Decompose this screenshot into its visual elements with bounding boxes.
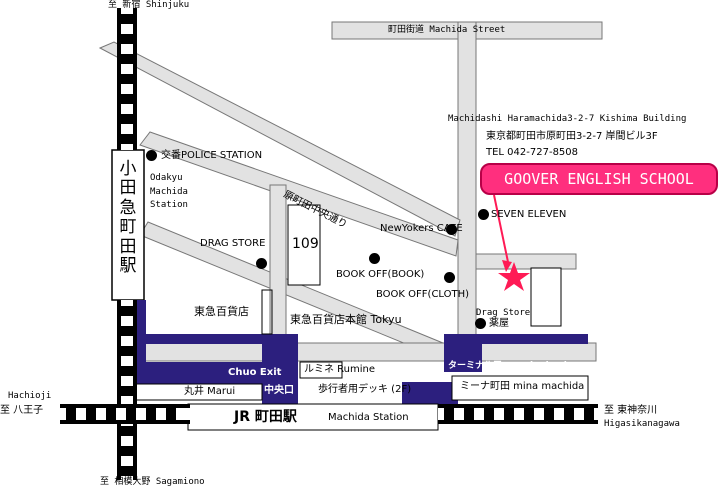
odakyu-char: 小 [119, 159, 137, 179]
second-diagonal-road [139, 131, 459, 257]
tokyu-honkan-label: 東急百貨店本館 Tokyu [290, 313, 402, 326]
east-direction-jp: 至 東神奈川 [604, 405, 658, 416]
odakyu-char: 駅 [119, 255, 137, 276]
bottom-road [135, 342, 597, 362]
odakyu-char: 急 [119, 197, 137, 218]
school-badge: GOOVER ENGLISH SCHOOL [480, 163, 718, 195]
odakyu-station-en: Odakyu Machida Station [150, 173, 188, 210]
school-name: GOOVER ENGLISH SCHOOL [504, 170, 694, 188]
drag-store-dot-icon [256, 258, 267, 269]
tokyu-small-bldg [261, 289, 273, 335]
right-road [475, 253, 577, 270]
odakyu-blue-edge [136, 300, 146, 362]
address-tel: TEL 042-727-8508 [486, 147, 579, 158]
tokyu-dept-label: 東急百貨店 [194, 305, 249, 318]
chuo-blue-block [262, 334, 298, 404]
jr-rail [60, 404, 598, 424]
school-star-icon [498, 262, 530, 291]
chuo-exit-jp-label: 中央口 [264, 385, 294, 396]
terminal-blue-bottom [402, 382, 458, 404]
jr-station-en: Machida Station [328, 412, 409, 423]
address-romaji: Machidashi Haramachida3-2-7 Kishima Buil… [448, 114, 687, 124]
newyorkers-dot-icon [446, 224, 457, 235]
vertical-main-road [457, 21, 477, 353]
marui-label: 丸井 Marui [184, 386, 236, 397]
machida-street-label: 町田街道 Machida Street [388, 25, 506, 35]
chuo-blue-left [136, 362, 262, 384]
mina-label: ミーナ町田 mina machida [460, 381, 585, 392]
hara-dori-road [98, 41, 461, 237]
east-direction-en: Higasikanagawa [604, 419, 680, 429]
chuo-exit-label: Chuo Exit [228, 367, 282, 378]
bldg-109-label: 109 [292, 236, 319, 252]
west-direction-en: Hachioji [8, 391, 52, 401]
bldg-right [530, 267, 562, 327]
bldg-109 [287, 204, 321, 286]
west-direction-jp: 至 八王子 [0, 405, 44, 416]
newyorkers-label: NewYokers CAFE [380, 223, 463, 234]
yakkyoku-label: 薬屋 [489, 318, 509, 329]
north-direction: 至 新宿 Shinjuku [108, 0, 190, 10]
bookoff-cloth-dot-icon [444, 272, 455, 283]
odakyu-char: 田 [119, 178, 137, 199]
drag-store-right-label: Drag Store [476, 308, 531, 318]
odakyu-char: 町 [119, 217, 137, 238]
bookoff-book-dot-icon [369, 253, 380, 264]
terminal-exit-label: ターミナル口 Terminal Exit [448, 361, 572, 371]
police-label: 交番POLICE STATION [161, 150, 263, 161]
terminal-blue-left [444, 334, 482, 372]
address-japanese: 東京都町田市原町田3-2-7 岸間ビル3F [486, 131, 658, 142]
lumine-label: ルミネ Rumine [304, 364, 376, 375]
south-direction: 至 相模大野 Sagamiono [100, 477, 205, 487]
pointer-head [502, 260, 512, 272]
yakkyoku-dot-icon [475, 318, 486, 329]
police-dot-icon [146, 150, 157, 161]
bookoff-book-label: BOOK OFF(BOOK) [336, 269, 425, 280]
mina-box [451, 375, 589, 401]
chuo-blue-top [136, 334, 296, 344]
drag-store-left-label: DRAG STORE [200, 238, 266, 249]
seven-eleven-dot-icon [478, 209, 489, 220]
odakyu-char: 田 [119, 236, 137, 257]
deck-label: 歩行者用デッキ (2F) [318, 384, 412, 395]
lumine-box [299, 361, 343, 379]
jr-station-name: JR 町田駅 [234, 409, 297, 425]
odakyu-rail [117, 8, 137, 480]
bookoff-cloth-label: BOOK OFF(CLOTH) [376, 289, 470, 300]
terminal-blue-top [444, 334, 588, 344]
odakyu-station-name: 小 田 急 町 田 駅 [117, 159, 139, 276]
seven-eleven-label: SEVEN ELEVEN [491, 209, 567, 220]
pointer-line [493, 194, 509, 263]
